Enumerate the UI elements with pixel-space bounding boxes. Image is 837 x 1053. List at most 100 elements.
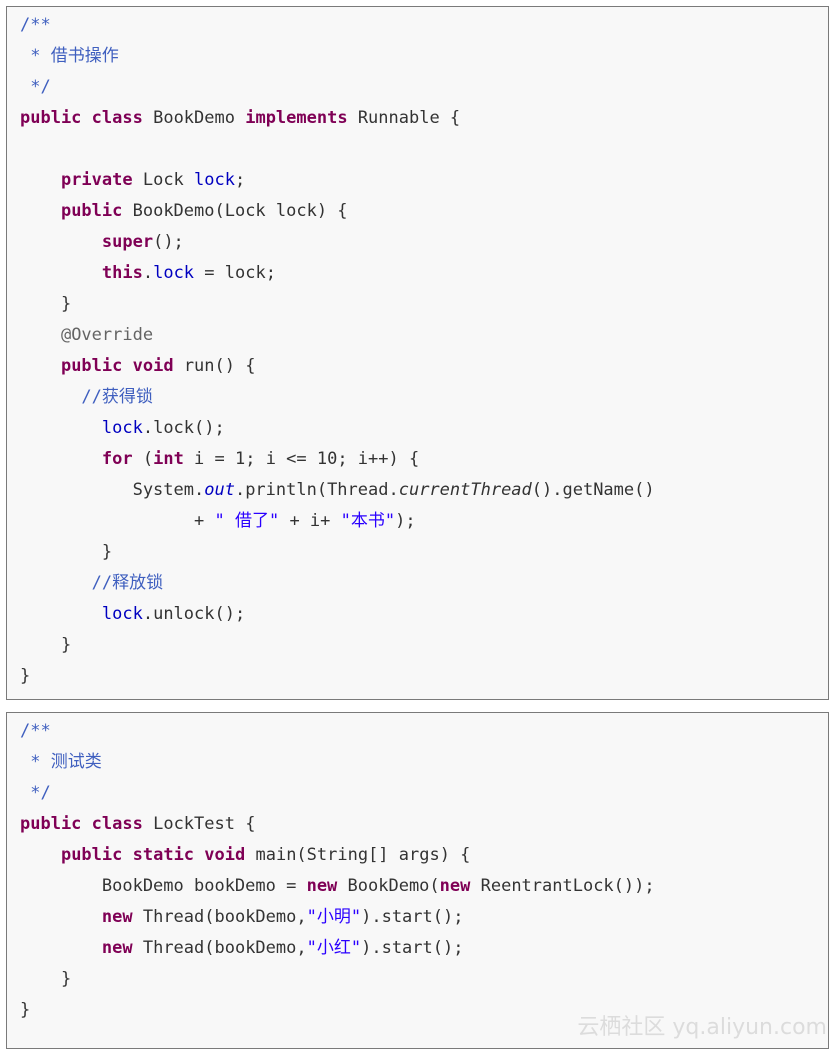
code-token: 借了 [234, 511, 269, 531]
code-line: this.lock = lock; [7, 258, 828, 289]
code-token: ; [234, 170, 246, 190]
code-token: new [439, 876, 471, 896]
code-token: LockTest { [142, 814, 256, 834]
code-line: public static void main(String[] args) { [7, 840, 828, 871]
code-token: " [384, 511, 396, 531]
code-token: */ [20, 77, 51, 97]
code-token: lock [101, 604, 143, 624]
code-token: Thread(bookDemo, [132, 938, 307, 958]
code-token: i = 1; i <= 10; i++) { [183, 449, 420, 469]
code-line: public class LockTest { [7, 809, 828, 840]
code-line: + " 借了" + i+ "本书"); [7, 506, 828, 537]
code-token: */ [20, 783, 51, 803]
code-token: 小红 [316, 938, 351, 958]
code-block-book-demo: /** * 借书操作 */public class BookDemo imple… [6, 6, 829, 700]
code-token: out [204, 480, 235, 500]
code-token: new [101, 907, 133, 927]
code-token: for [101, 449, 133, 469]
code-token: . [142, 263, 154, 283]
code-token [122, 356, 132, 376]
code-token: run() { [173, 356, 256, 376]
code-token: } [20, 542, 113, 562]
code-line: System.out.println(Thread.currentThread(… [7, 475, 828, 506]
code-token [20, 263, 102, 283]
watermark: 云栖社区 yq.aliyun.com [577, 1015, 827, 1040]
code-line: */ [7, 778, 828, 809]
code-token: static [132, 845, 195, 865]
code-line: BookDemo bookDemo = new BookDemo(new Ree… [7, 871, 828, 902]
code-token: void [132, 356, 174, 376]
code-token: BookDemo( [337, 876, 440, 896]
code-token [20, 938, 102, 958]
code-token: " [350, 907, 362, 927]
code-line: } [7, 995, 828, 1026]
code-line: public class BookDemo implements Runnabl… [7, 103, 828, 134]
code-line: for (int i = 1; i <= 10; i++) { [7, 444, 828, 475]
code-token: public [20, 108, 82, 128]
code-token: ).start(); [361, 907, 464, 927]
code-token: " [350, 938, 362, 958]
code-token: Runnable { [347, 108, 461, 128]
code-token [20, 418, 102, 438]
code-token: super [101, 232, 154, 252]
code-token: lock [153, 263, 195, 283]
code-token: (); [153, 232, 184, 252]
code-token: BookDemo [142, 108, 246, 128]
code-token: public [60, 356, 123, 376]
code-token: /** [20, 721, 51, 741]
code-token: @Override [60, 325, 154, 345]
code-token: class [91, 108, 143, 128]
code-token: void [204, 845, 246, 865]
code-line: public void run() { [7, 351, 828, 382]
code-token [20, 201, 61, 221]
code-token [20, 325, 61, 345]
code-token: } [20, 1000, 31, 1020]
code-token: new [101, 938, 133, 958]
code-block-lock-test: /** * 测试类 */public class LockTest { publ… [6, 712, 829, 1049]
code-line: new Thread(bookDemo,"小红").start(); [7, 933, 828, 964]
code-line: public BookDemo(Lock lock) { [7, 196, 828, 227]
code-token: /** [20, 15, 51, 35]
code-token: 释放锁 [112, 573, 164, 593]
code-token [20, 573, 92, 593]
code-line: } [7, 537, 828, 568]
code-line: /** [7, 716, 828, 747]
code-token: ( [132, 449, 154, 469]
code-token: 借书操作 [50, 46, 119, 66]
code-token [81, 108, 91, 128]
code-token [20, 845, 61, 865]
code-token: this [101, 263, 143, 283]
code-token [20, 449, 102, 469]
code-token: lock [194, 170, 235, 190]
code-token [20, 356, 61, 376]
code-line: super(); [7, 227, 828, 258]
code-token: class [91, 814, 143, 834]
code-token: " [214, 511, 235, 531]
code-line: lock.lock(); [7, 413, 828, 444]
code-token [20, 604, 102, 624]
code-token: + [20, 511, 215, 531]
code-token: // [81, 387, 102, 407]
code-token: 获得锁 [101, 387, 153, 407]
code-line: @Override [7, 320, 828, 351]
code-token: " [340, 511, 351, 531]
code-token: private [60, 170, 133, 190]
code-token [122, 845, 132, 865]
code-token: int [153, 449, 184, 469]
code-token: ).start(); [361, 938, 464, 958]
code-token: ReentrantLock()); [470, 876, 655, 896]
code-token: } [20, 969, 72, 989]
code-line: //释放锁 [7, 568, 828, 599]
code-token [20, 232, 102, 252]
code-token: + i+ [279, 511, 341, 531]
code-token: .unlock(); [142, 604, 246, 624]
code-token: 小明 [316, 907, 351, 927]
code-token: " [306, 938, 317, 958]
code-token: Thread(bookDemo, [132, 907, 307, 927]
code-line [7, 134, 828, 165]
code-token: ); [395, 511, 416, 531]
code-token: " [306, 907, 317, 927]
code-token: Lock [132, 170, 195, 190]
code-token: implements [245, 108, 348, 128]
code-token: BookDemo(Lock lock) { [122, 201, 348, 221]
